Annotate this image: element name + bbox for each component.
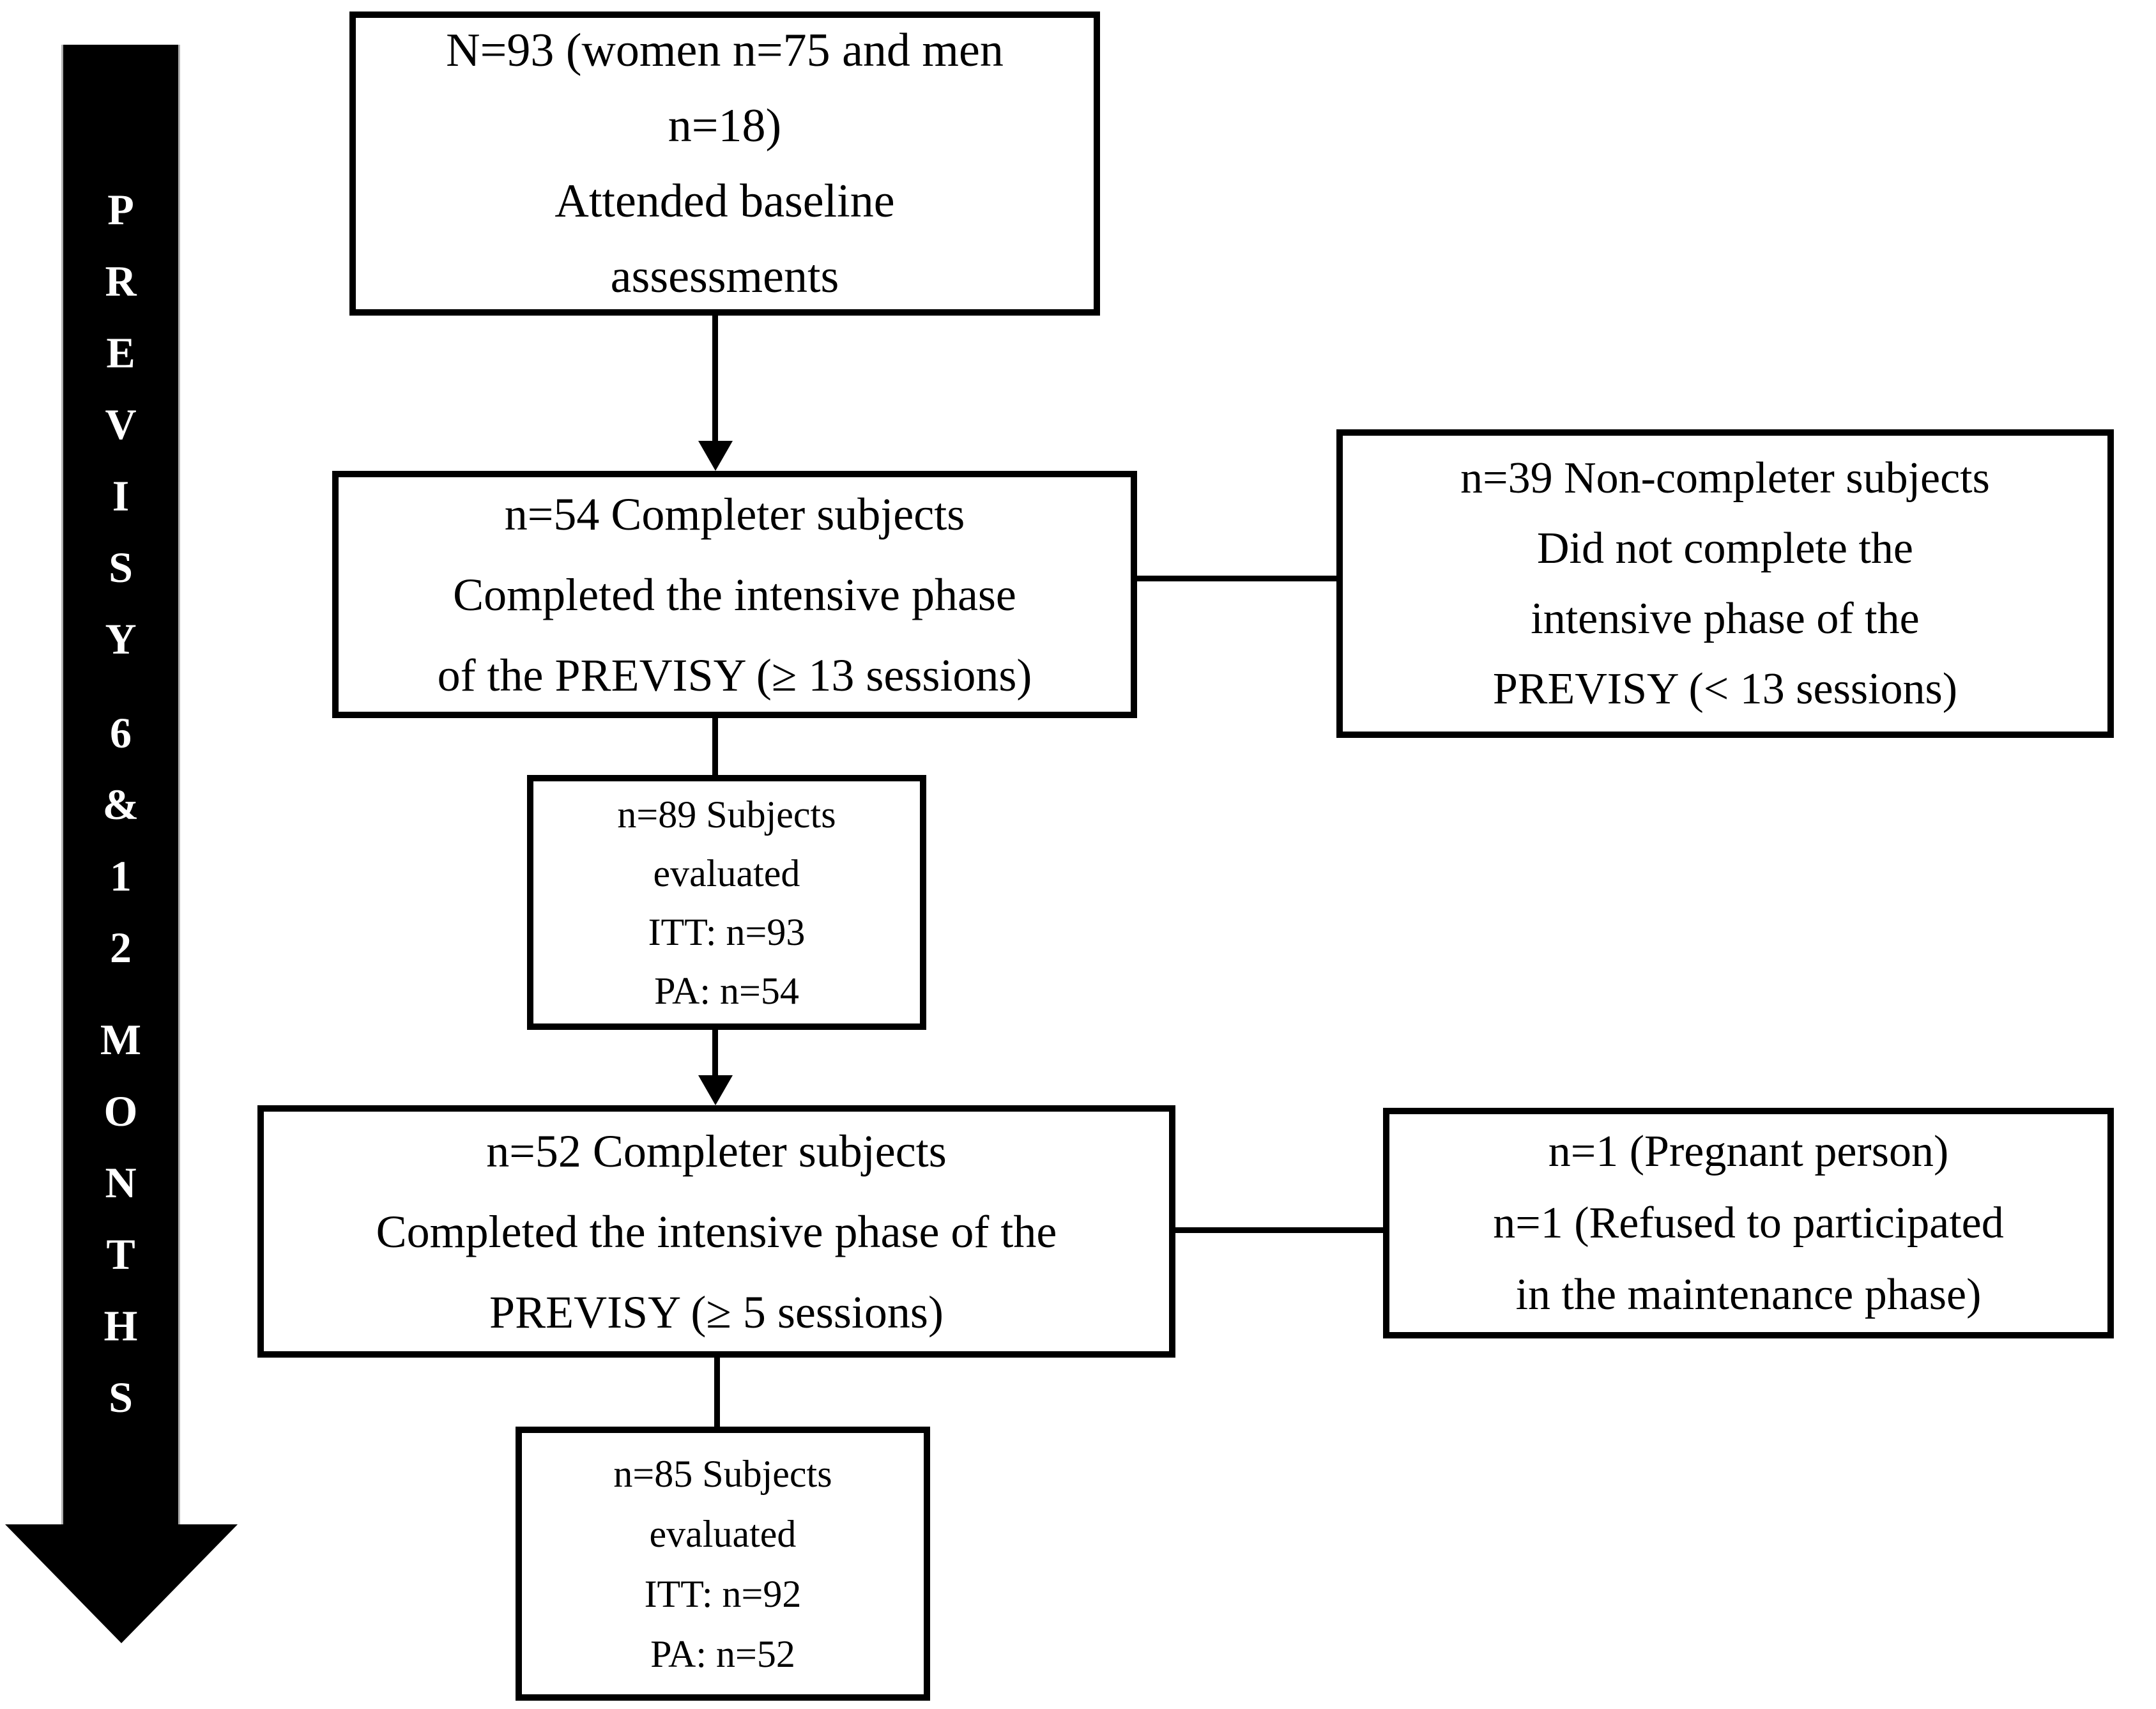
connector-completer-to-evaluated6: [712, 718, 718, 776]
timeline-letter: T: [106, 1230, 135, 1278]
timeline-letter: I: [112, 471, 130, 520]
box-evaluated-12-months-text: n=85 Subjects evaluated ITT: n=92 PA: n=…: [613, 1452, 832, 1675]
connector-completer-to-noncompleter: [1137, 576, 1338, 581]
box-baseline-assessments: N=93 (women n=75 and men n=18) Attended …: [349, 11, 1100, 316]
timeline-letter: 6: [110, 709, 132, 757]
timeline-letter: E: [106, 328, 135, 377]
timeline-letter: O: [103, 1087, 138, 1135]
timeline-letter: S: [109, 1373, 133, 1422]
box-evaluated-6-months-text: n=89 Subjects evaluated ITT: n=93 PA: n=…: [617, 793, 836, 1012]
timeline-letter: H: [103, 1301, 138, 1350]
timeline-letter: 2: [110, 923, 132, 972]
box-completer-intensive-phase: n=54 Completer subjects Completed the in…: [332, 471, 1137, 718]
connector-completer5-to-evaluated12: [714, 1358, 720, 1428]
timeline-letter: V: [105, 400, 137, 448]
timeline-letter: 1: [110, 852, 132, 900]
box-excluded-maintenance-text: n=1 (Pregnant person) n=1 (Refused to pa…: [1493, 1126, 2004, 1319]
timeline-label-6and12: 6 & 1 2: [103, 697, 139, 983]
box-evaluated-6-months: n=89 Subjects evaluated ITT: n=93 PA: n=…: [527, 775, 926, 1030]
timeline-letter: P: [107, 185, 134, 234]
connector-arrowhead-icon: [698, 441, 733, 471]
timeline-letter: S: [109, 543, 133, 592]
box-evaluated-12-months: n=85 Subjects evaluated ITT: n=92 PA: n=…: [516, 1427, 930, 1701]
box-non-completer: n=39 Non-completer subjects Did not comp…: [1336, 429, 2114, 738]
box-non-completer-text: n=39 Non-completer subjects Did not comp…: [1460, 453, 1990, 714]
box-baseline-assessments-text: N=93 (women n=75 and men n=18) Attended …: [446, 24, 1004, 303]
timeline-letter: R: [105, 257, 137, 305]
box-completer-maintenance-phase: n=52 Completer subjects Completed the in…: [257, 1105, 1175, 1358]
timeline-letter: N: [105, 1158, 137, 1207]
connector-baseline-to-completer: [712, 316, 718, 442]
timeline-arrow-shaft: [61, 45, 180, 1524]
connector-evaluated6-to-completer5: [712, 1030, 718, 1077]
box-completer-maintenance-phase-text: n=52 Completer subjects Completed the in…: [376, 1125, 1057, 1338]
timeline-letter: M: [100, 1015, 142, 1064]
box-excluded-maintenance: n=1 (Pregnant person) n=1 (Refused to pa…: [1383, 1108, 2114, 1338]
connector-completer5-to-excluded: [1175, 1227, 1384, 1233]
timeline-arrow-head-icon: [5, 1524, 238, 1643]
box-completer-intensive-phase-text: n=54 Completer subjects Completed the in…: [437, 488, 1032, 701]
timeline-letter: Y: [105, 615, 137, 663]
timeline-letter: &: [102, 780, 139, 829]
connector-arrowhead-icon: [698, 1075, 733, 1105]
